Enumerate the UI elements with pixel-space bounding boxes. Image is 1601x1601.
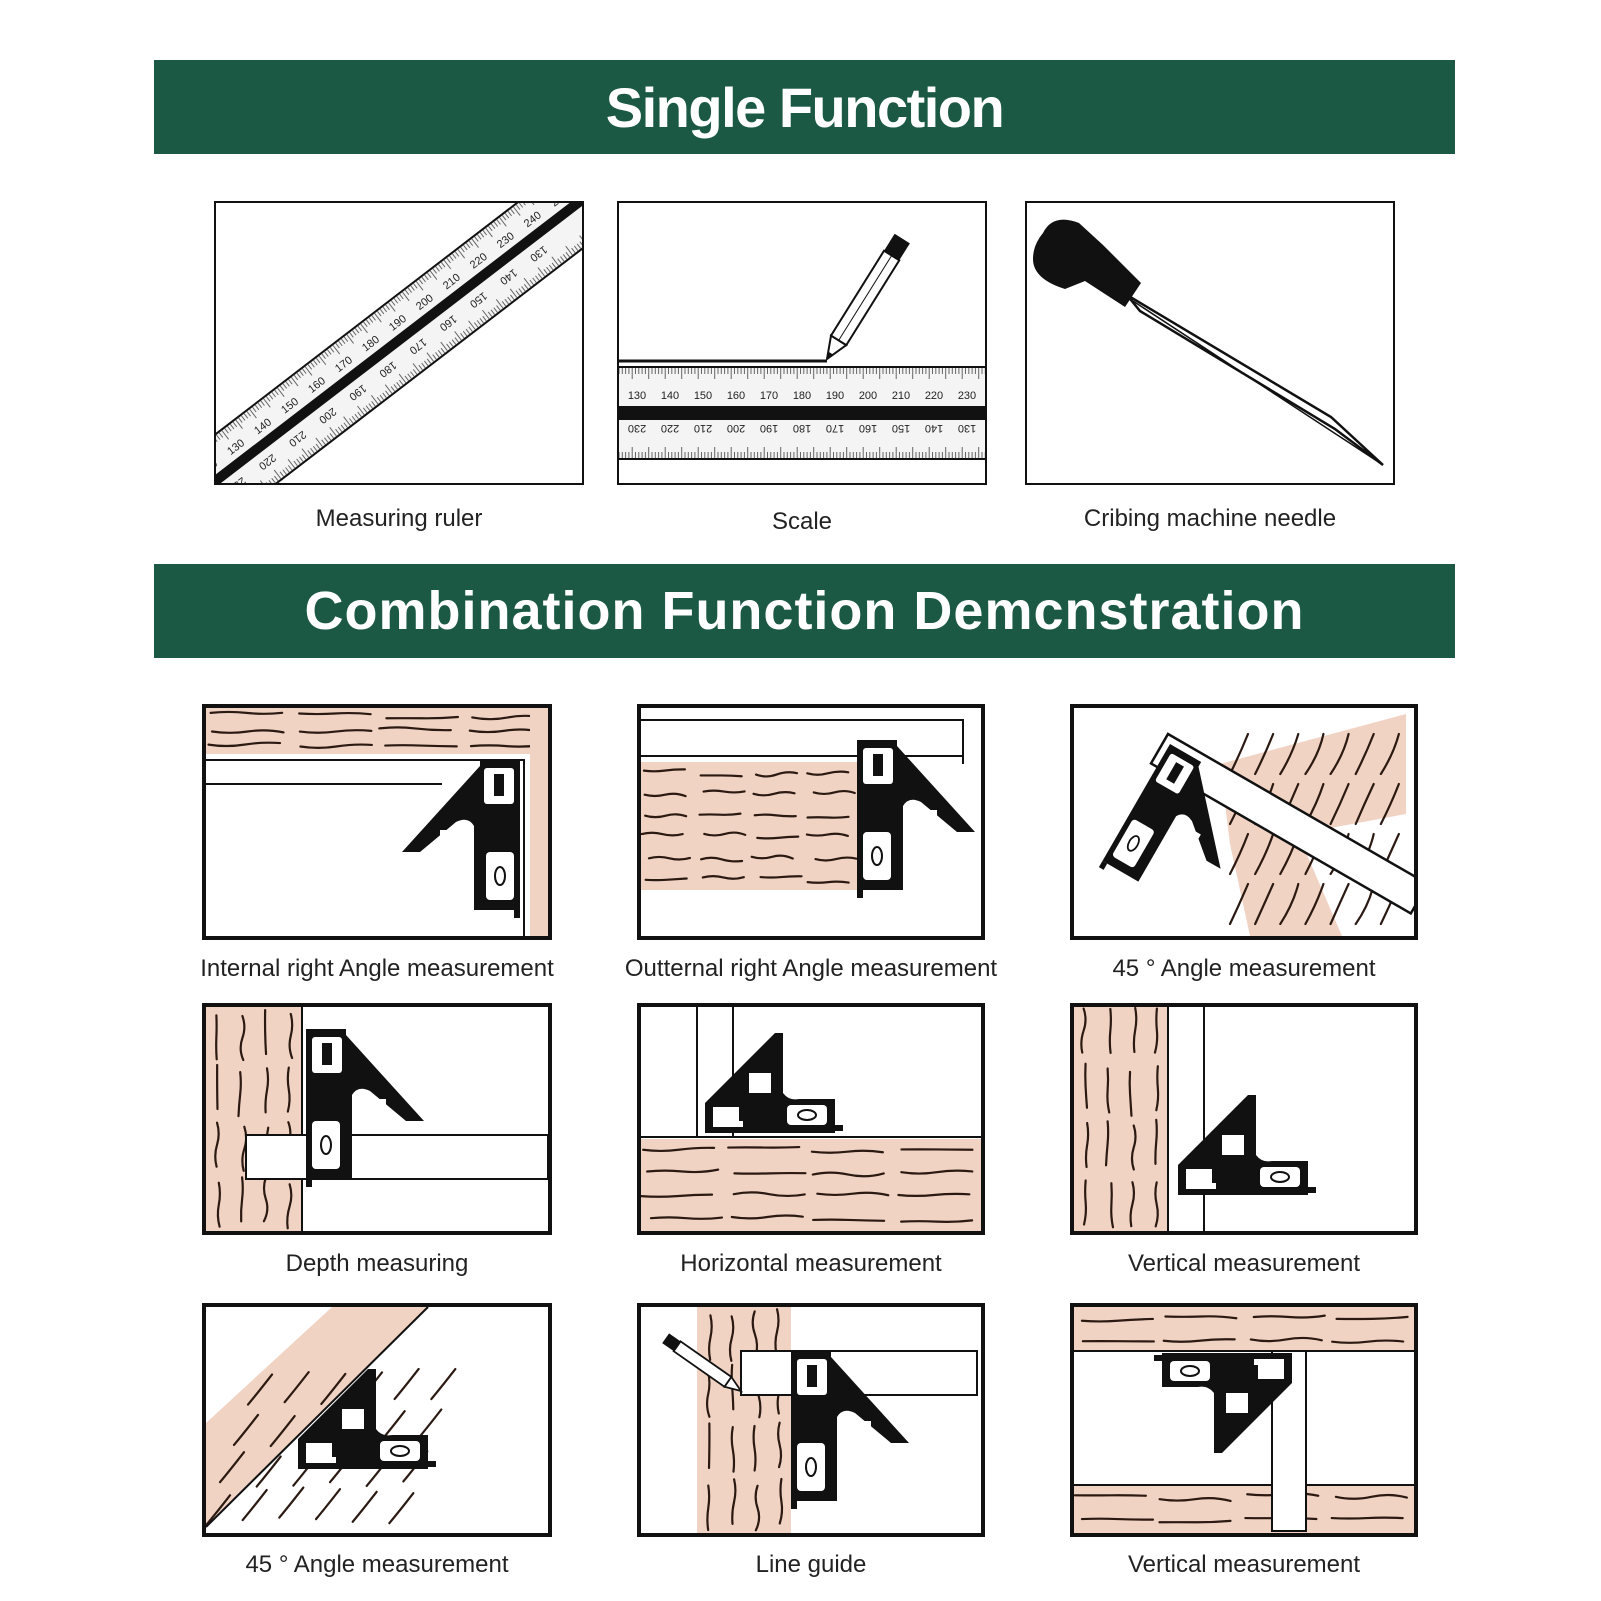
- scale-number: 140: [661, 390, 679, 402]
- forty-five-angle-illustration-2: [202, 1303, 552, 1537]
- forty-five-angle-caption-2: 45 ° Angle measurement: [245, 1551, 509, 1578]
- scale-number: 170: [826, 422, 844, 434]
- scale-number: 160: [727, 390, 745, 402]
- scale-number: 150: [694, 390, 712, 402]
- scale-number: 190: [826, 390, 844, 402]
- pencil-icon: [662, 1333, 744, 1393]
- vertical-measurement-illustration-2: [1070, 1303, 1418, 1537]
- scale-number: 150: [892, 422, 910, 434]
- scale-caption: Scale: [771, 508, 833, 535]
- depth-measuring-illustration: [202, 1003, 552, 1235]
- scale-number: 170: [760, 390, 778, 402]
- vertical-measurement-panel-2: [1070, 1303, 1418, 1537]
- line-guide-caption: Line guide: [755, 1551, 867, 1578]
- scale-number: 220: [925, 390, 943, 402]
- ruler-number: 250: [549, 201, 571, 209]
- single-function-title: Single Function: [605, 75, 1005, 139]
- scale-number: 210: [694, 422, 712, 434]
- internal-right-angle-illustration: [202, 704, 552, 940]
- scriber-needle-caption: Cribing machine needle: [1083, 505, 1337, 532]
- combination-function-banner: Combination Function Demcnstration: [154, 564, 1455, 658]
- scale-number: 160: [859, 422, 877, 434]
- horizontal-measurement-illustration: [637, 1003, 985, 1235]
- scale-panel: 130 140 150 160 170 180 190 200 210 220 230 230 220…: [617, 201, 987, 485]
- ruler-number: 120: [214, 458, 220, 479]
- scale-number: 130: [958, 422, 976, 434]
- scale-number: 200: [727, 422, 745, 434]
- scriber-needle-panel: [1025, 201, 1395, 485]
- scale-number: 210: [892, 390, 910, 402]
- internal-right-angle-panel: [202, 704, 552, 940]
- scale-number: 130: [628, 390, 646, 402]
- scale-number: 190: [760, 422, 778, 434]
- ruler-number: 230: [226, 474, 248, 485]
- depth-measuring-panel: [202, 1003, 552, 1235]
- horizontal-measurement-caption: Horizontal measurement: [680, 1250, 942, 1277]
- vertical-measurement-caption-2: Vertical measurement: [1127, 1551, 1361, 1578]
- forty-five-angle-panel-1: [1070, 704, 1418, 940]
- external-right-angle-illustration: [637, 704, 985, 940]
- external-right-angle-panel: [637, 704, 985, 940]
- scale-number: 180: [793, 390, 811, 402]
- forty-five-angle-illustration-1: [1070, 704, 1418, 940]
- scale-number: 230: [628, 422, 646, 434]
- measuring-ruler-caption: Measuring ruler: [315, 505, 483, 532]
- horizontal-measurement-panel: [637, 1003, 985, 1235]
- vertical-measurement-illustration-1: [1070, 1003, 1418, 1235]
- scale-number: 230: [958, 390, 976, 402]
- scale-number: 220: [661, 422, 679, 434]
- scale-number: 180: [793, 422, 811, 434]
- scriber-needle-icon: [1033, 219, 1384, 466]
- scriber-needle-illustration: [1025, 201, 1395, 485]
- vertical-measurement-caption-1: Vertical measurement: [1127, 1250, 1361, 1277]
- internal-right-angle-caption: Internal right Angle measurement: [200, 955, 554, 982]
- single-function-banner: Single Function: [154, 60, 1455, 154]
- scale-number: 200: [859, 390, 877, 402]
- scale-number: 140: [925, 422, 943, 434]
- line-guide-illustration: [637, 1303, 985, 1537]
- forty-five-angle-caption-1: 45 ° Angle measurement: [1112, 955, 1376, 982]
- depth-measuring-caption: Depth measuring: [285, 1250, 469, 1277]
- forty-five-angle-panel-2: [202, 1303, 552, 1537]
- pencil-icon: [825, 233, 910, 362]
- vertical-measurement-panel-1: [1070, 1003, 1418, 1235]
- combination-function-title: Combination Function Demcnstration: [304, 581, 1305, 641]
- external-right-angle-caption: Outternal right Angle measurement: [624, 955, 998, 982]
- line-guide-panel: [637, 1303, 985, 1537]
- scale-illustration: 130 140 150 160 170 180 190 200 210 220 230 230 220…: [617, 201, 987, 485]
